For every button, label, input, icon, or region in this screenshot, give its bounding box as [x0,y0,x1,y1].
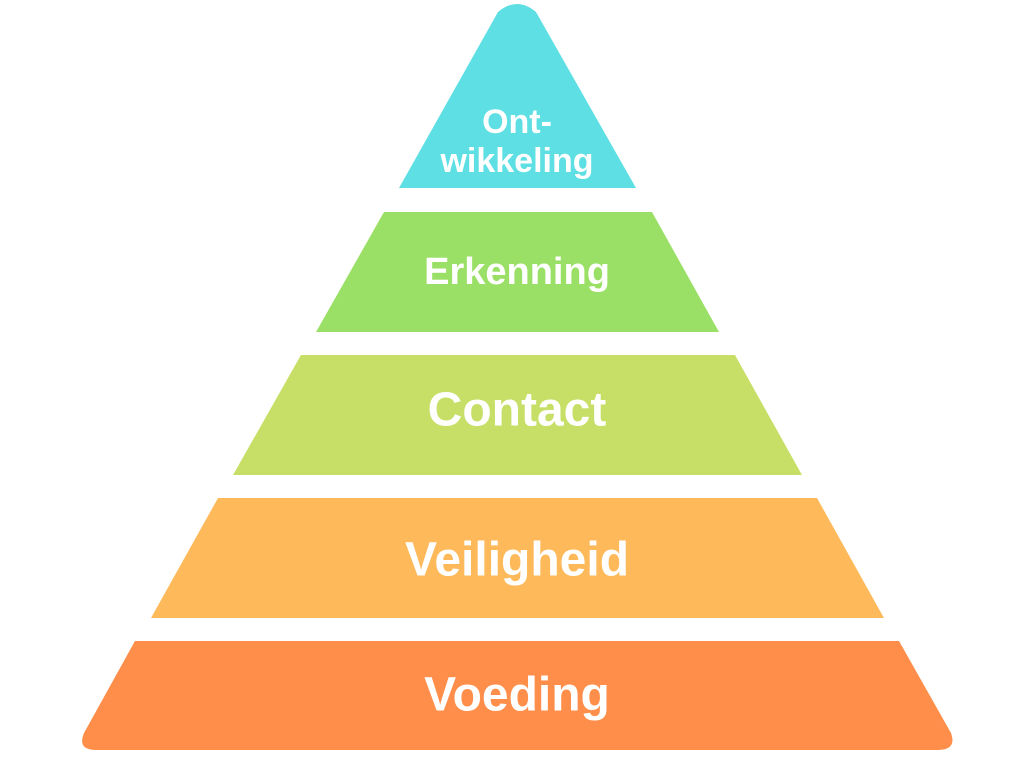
tier-voeding: Voeding [82,641,953,750]
tier-erkenning-label: Erkenning [424,251,610,293]
tier-erkenning: Erkenning [316,212,719,332]
tier-ontwikkeling-label-line2: wikkeling [439,142,593,180]
tier-ontwikkeling: Ont- wikkeling [399,4,636,188]
tier-ontwikkeling-shape [399,4,636,188]
tier-erkenning-shape [316,212,719,332]
tier-veiligheid: Veiligheid [151,498,884,618]
tier-veiligheid-label: Veiligheid [405,534,629,587]
tier-contact-label: Contact [428,384,607,437]
tier-ontwikkeling-label-line1: Ont- [482,103,552,141]
tier-contact: Contact [233,355,802,475]
tier-veiligheid-shape [151,498,884,618]
tier-contact-shape [233,355,802,475]
tier-voeding-label: Voeding [424,669,610,722]
tier-voeding-shape [82,641,953,750]
